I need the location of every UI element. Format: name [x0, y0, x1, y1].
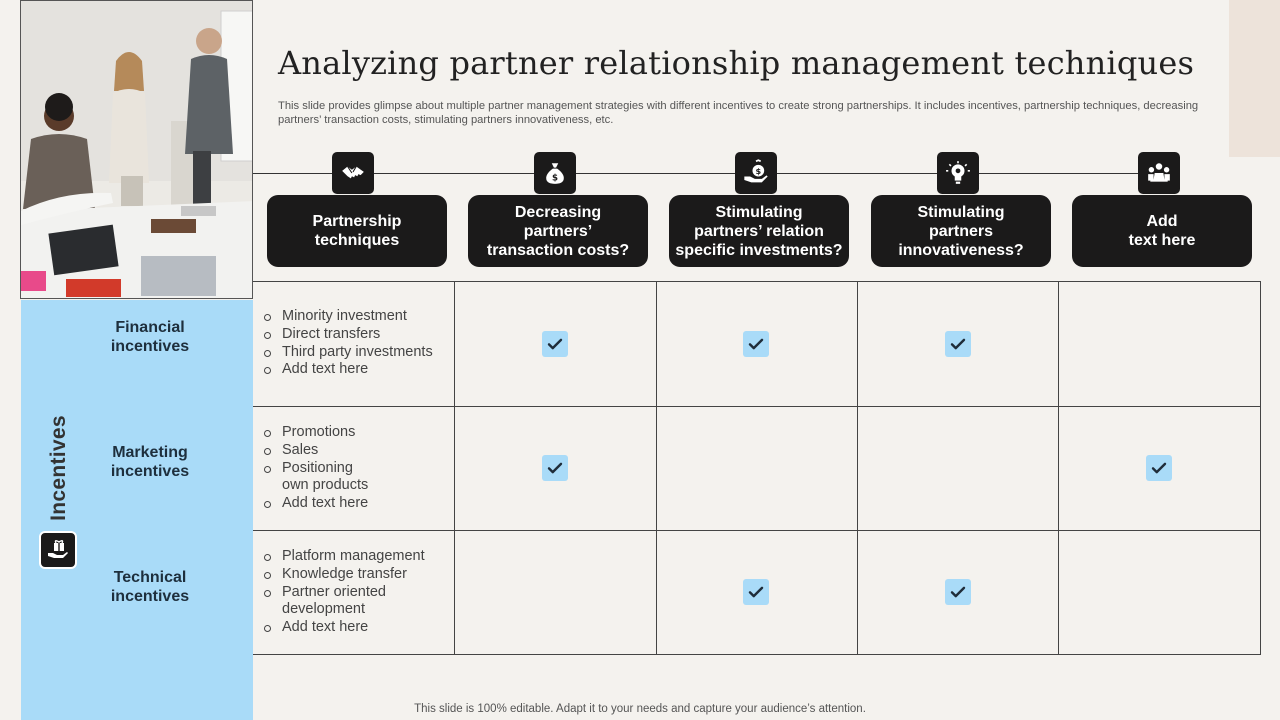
svg-text:$: $: [755, 166, 761, 176]
list-item: Minority investment: [262, 308, 452, 326]
marketing-bullet-list: Promotions Sales Positioning own product…: [262, 424, 452, 513]
header-connector-line: [253, 173, 1138, 174]
lightbulb-gear-icon: [937, 152, 979, 194]
grid-line: [253, 654, 1261, 655]
list-item: Add text here: [262, 361, 452, 379]
row-label-technical: Technical incentives: [110, 569, 190, 605]
grid-line: [1058, 281, 1059, 655]
column-header-relation-specific-investments: Stimulating partners’ relation specific …: [669, 195, 849, 267]
financial-bullet-list: Minority investment Direct transfers Thi…: [262, 308, 452, 379]
team-icon: [1138, 152, 1180, 194]
handshake-icon: [332, 152, 374, 194]
check-box-icon: [1146, 455, 1172, 481]
grid-line: [454, 281, 455, 655]
team-meeting-photo: [20, 0, 253, 299]
column-header-innovativeness: Stimulating partners innovativeness?: [871, 195, 1051, 267]
check-box-icon: [542, 455, 568, 481]
gift-hand-icon: [39, 531, 77, 569]
technical-bullet-list: Platform management Knowledge transfer P…: [262, 548, 452, 637]
hand-money-icon: $: [735, 152, 777, 194]
grid-line: [1260, 281, 1261, 655]
footer-note: This slide is 100% editable. Adapt it to…: [414, 703, 866, 715]
column-header-add-text: Add text here: [1072, 195, 1252, 267]
list-item: Promotions: [262, 424, 452, 442]
column-header-partnership-techniques: Partnership techniques: [267, 195, 447, 267]
page-title: Analyzing partner relationship managemen…: [278, 44, 1195, 82]
grid-line: [253, 281, 1261, 282]
list-item: Positioning own products: [262, 460, 452, 496]
list-item: Third party investments: [262, 344, 452, 362]
page-subtitle: This slide provides glimpse about multip…: [278, 100, 1199, 126]
list-item: Add text here: [262, 495, 452, 513]
check-box-icon: [542, 331, 568, 357]
check-box-icon: [945, 579, 971, 605]
corner-decoration: [1229, 0, 1280, 157]
column-header-decreasing-transaction-costs: Decreasing partners’ transaction costs?: [468, 195, 648, 267]
grid-line: [253, 530, 1261, 531]
grid-line: [857, 281, 858, 655]
list-item: Direct transfers: [262, 326, 452, 344]
row-label-financial: Financial incentives: [110, 319, 190, 355]
grid-line: [253, 406, 1261, 407]
svg-text:$: $: [552, 174, 558, 184]
list-item: Sales: [262, 442, 452, 460]
incentives-sidebar: [21, 300, 253, 720]
list-item: Knowledge transfer: [262, 566, 452, 584]
incentives-vertical-label: Incentives: [47, 415, 70, 521]
row-label-marketing: Marketing incentives: [110, 444, 190, 480]
list-item: Add text here: [262, 619, 452, 637]
check-box-icon: [945, 331, 971, 357]
money-bag-icon: $: [534, 152, 576, 194]
grid-line: [656, 281, 657, 655]
check-box-icon: [743, 579, 769, 605]
list-item: Partner oriented development: [262, 584, 452, 620]
list-item: Platform management: [262, 548, 452, 566]
check-box-icon: [743, 331, 769, 357]
